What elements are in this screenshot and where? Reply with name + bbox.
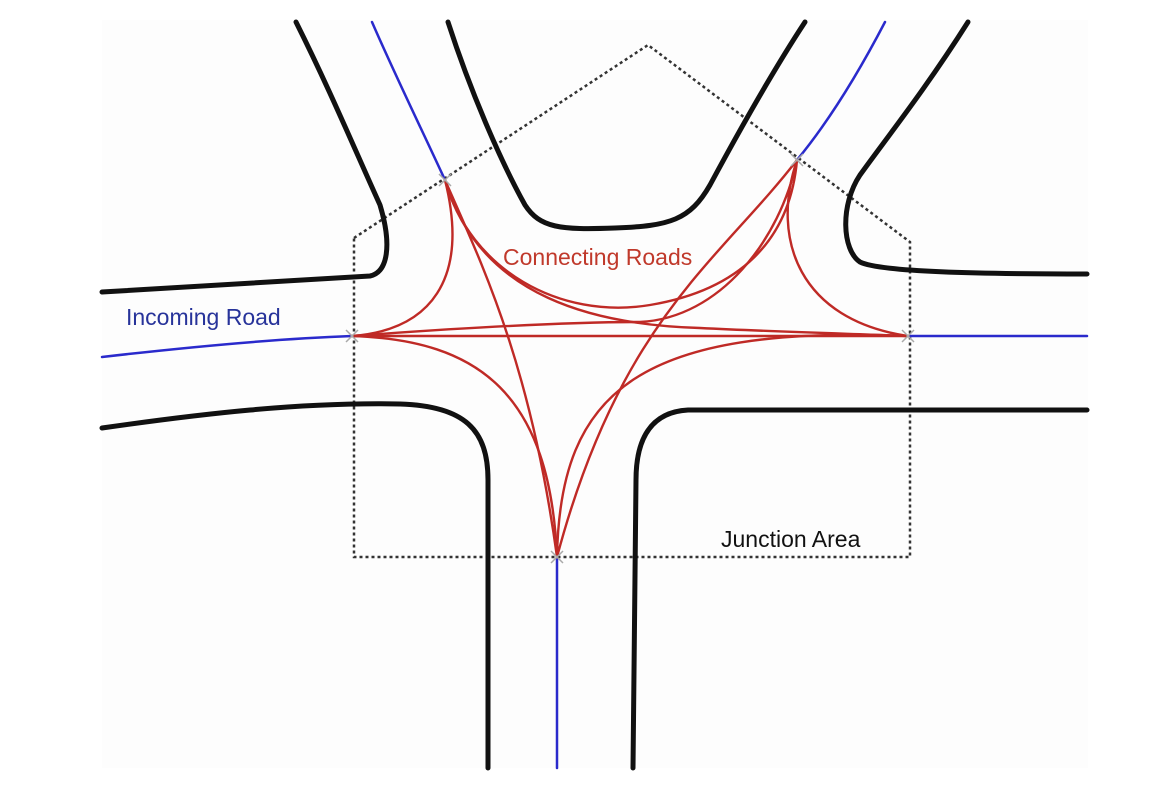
road-edge-upper-left-outer	[99, 19, 390, 295]
road-edge-lower-right	[630, 407, 1090, 771]
cross-marker-icon	[790, 153, 804, 167]
cross-marker-icon	[901, 329, 915, 343]
cross-marker-icon	[345, 329, 359, 343]
road-edge-upper-right-outer	[843, 19, 1090, 277]
connecting-road-right-bottom	[555, 333, 910, 559]
connecting-roads	[350, 158, 910, 559]
connecting-road-upperleft-bottom	[443, 178, 559, 559]
connecting-road-upperright-bottom	[555, 158, 799, 559]
junction-area-label: Junction Area	[721, 526, 861, 552]
canvas-panel	[102, 20, 1088, 768]
lane-center-left	[100, 334, 354, 359]
junction-area-boundary	[352, 43, 912, 559]
connecting-road-upperright-right	[786, 158, 910, 338]
connecting-roads-label: Connecting Roads	[503, 244, 692, 270]
lane-center-lines	[100, 20, 1089, 770]
road-edge-upper-left-inner	[445, 19, 808, 232]
connecting-road-upperleft-left	[350, 178, 454, 338]
road-edges	[99, 19, 1090, 771]
incoming-road-label: Incoming Road	[126, 304, 281, 330]
cross-marker-icon	[550, 550, 564, 564]
connecting-road-left-bottom	[350, 334, 559, 559]
lane-center-upper-left	[370, 20, 447, 182]
lane-center-upper-right	[795, 20, 887, 162]
connecting-road-upperleft-right	[443, 178, 910, 338]
endpoint-markers	[345, 153, 915, 564]
cross-marker-icon	[438, 173, 452, 187]
road-edge-lower-left	[99, 401, 491, 771]
